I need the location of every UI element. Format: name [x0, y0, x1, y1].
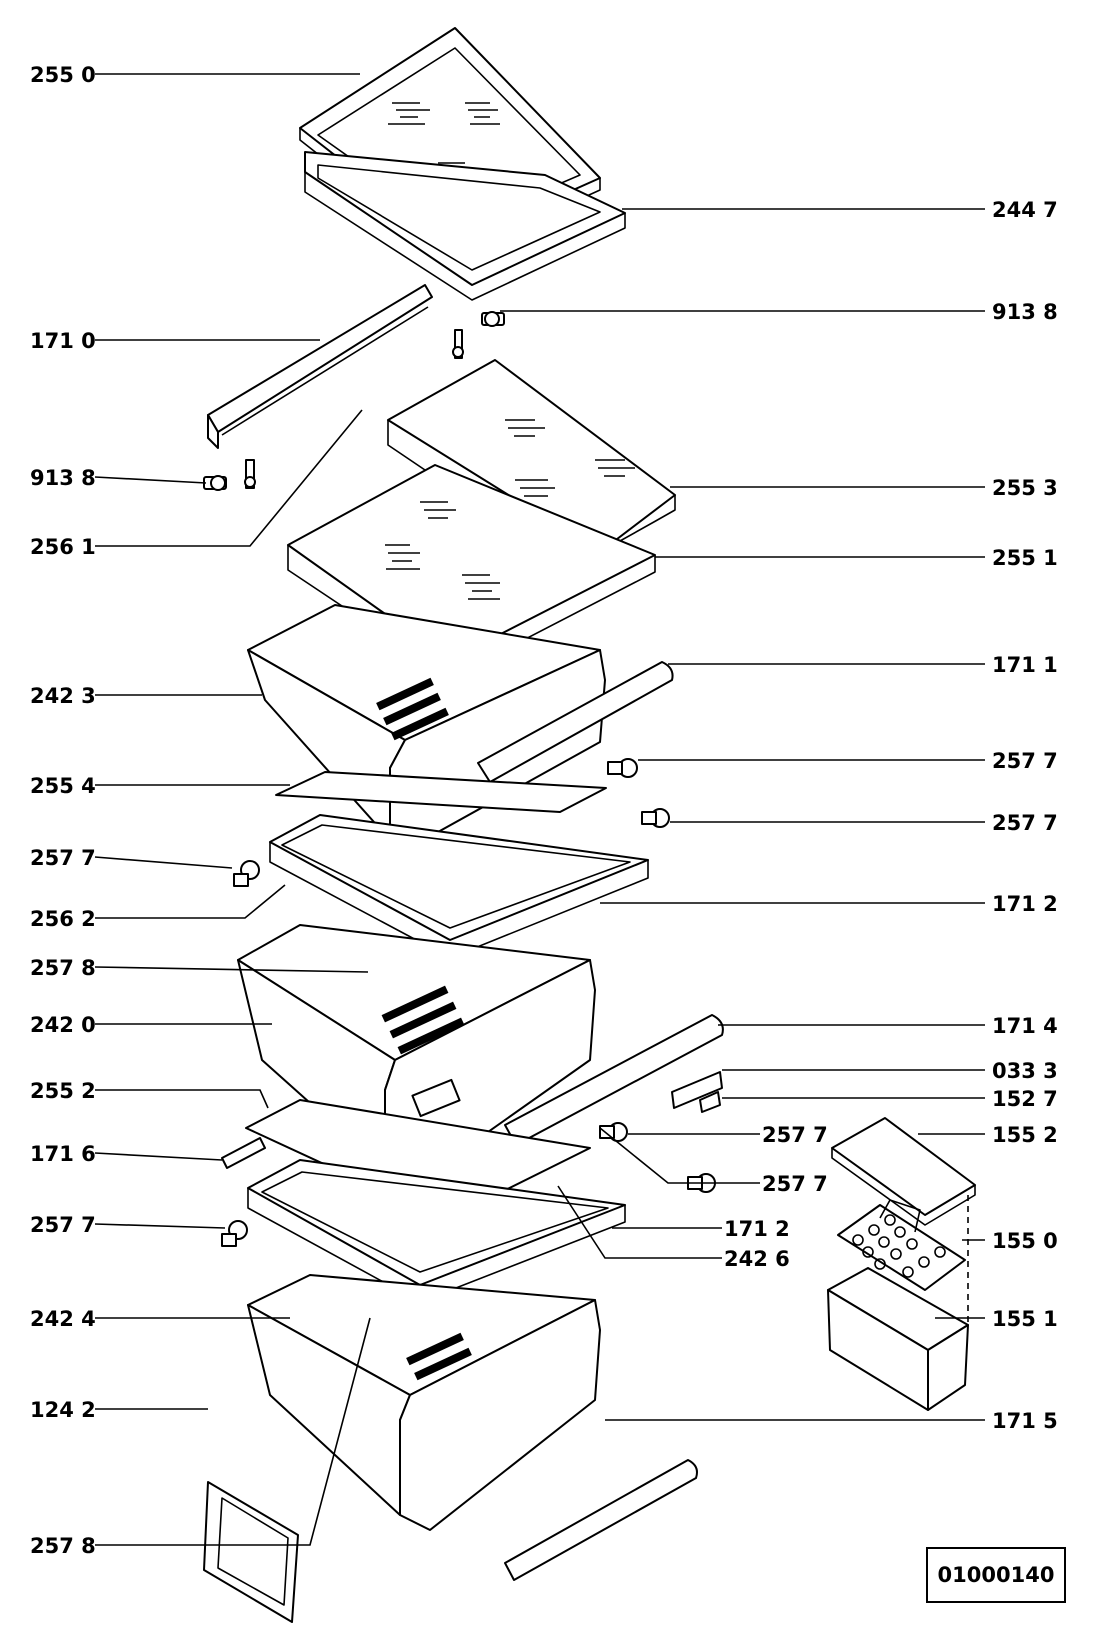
clip-2577-c — [233, 860, 260, 887]
rail-1710 — [207, 284, 433, 449]
label-2578-a: 257 8 — [30, 956, 96, 980]
shelf-frame — [304, 151, 626, 301]
label-2426: 242 6 — [724, 1247, 790, 1271]
label-2577-left-a: 257 7 — [30, 846, 96, 870]
clip-2577-f — [221, 1220, 248, 1247]
label-1552: 155 2 — [992, 1123, 1058, 1147]
shelf-2554 — [275, 771, 607, 813]
drawing-code-box: 01000140 — [926, 1547, 1066, 1603]
label-1714: 171 4 — [992, 1014, 1058, 1038]
label-1710: 171 0 — [30, 329, 96, 353]
screw-9138-right — [481, 311, 505, 327]
label-2554: 255 4 — [30, 774, 96, 798]
panel-1242 — [203, 1481, 299, 1623]
label-2553: 255 3 — [992, 476, 1058, 500]
frame-2426 — [247, 1159, 626, 1303]
label-1712-right: 171 2 — [992, 892, 1058, 916]
label-1712-mid: 171 2 — [724, 1217, 790, 1241]
label-2424: 242 4 — [30, 1307, 96, 1331]
label-1715: 171 5 — [992, 1409, 1058, 1433]
label-9138-right: 913 8 — [992, 300, 1058, 324]
egg-tray-lid — [831, 1117, 976, 1226]
label-2420: 242 0 — [30, 1013, 96, 1037]
egg-tray — [837, 1199, 966, 1291]
label-1550: 155 0 — [992, 1229, 1058, 1253]
label-2578-b: 257 8 — [30, 1534, 96, 1558]
label-1242: 124 2 — [30, 1398, 96, 1422]
egg-bin — [827, 1267, 969, 1411]
label-9138-left: 913 8 — [30, 466, 96, 490]
label-2577-left-b: 257 7 — [30, 1213, 96, 1237]
bracket-0333 — [671, 1071, 723, 1109]
label-1716: 171 6 — [30, 1142, 96, 1166]
leader-lines — [94, 73, 985, 1546]
bracket-1527 — [699, 1091, 721, 1113]
label-2423: 242 3 — [30, 684, 96, 708]
label-2551: 255 1 — [992, 546, 1058, 570]
label-2550: 255 0 — [30, 63, 96, 87]
callout-labels: 255 0 171 0 913 8 256 1 242 3 255 4 257 … — [30, 63, 1058, 1558]
label-2577-right-b: 257 7 — [992, 811, 1058, 835]
label-2577-right-a: 257 7 — [992, 749, 1058, 773]
label-0333: 033 3 — [992, 1059, 1058, 1083]
rail-1716 — [221, 1137, 266, 1169]
label-2447: 244 7 — [992, 198, 1058, 222]
clip-2577-a — [607, 758, 638, 778]
crisper-drawer-2424 — [247, 1274, 601, 1531]
label-2577-mid-a: 257 7 — [762, 1123, 828, 1147]
label-2562: 256 2 — [30, 907, 96, 931]
label-2561: 256 1 — [30, 535, 96, 559]
clip-2577-d — [599, 1122, 628, 1142]
rail-1715 — [504, 1459, 698, 1581]
label-1527: 152 7 — [992, 1087, 1058, 1111]
clip-upper — [452, 329, 464, 359]
label-2577-mid-b: 257 7 — [762, 1172, 828, 1196]
clip-lower — [244, 459, 256, 489]
label-2552-left: 255 2 — [30, 1079, 96, 1103]
label-1551: 155 1 — [992, 1307, 1058, 1331]
drawing-code: 01000140 — [937, 1563, 1055, 1587]
screw-9138-left — [203, 475, 227, 491]
rail-1711 — [477, 661, 674, 783]
label-1711: 171 1 — [992, 653, 1058, 677]
clip-2577-b — [641, 808, 670, 828]
